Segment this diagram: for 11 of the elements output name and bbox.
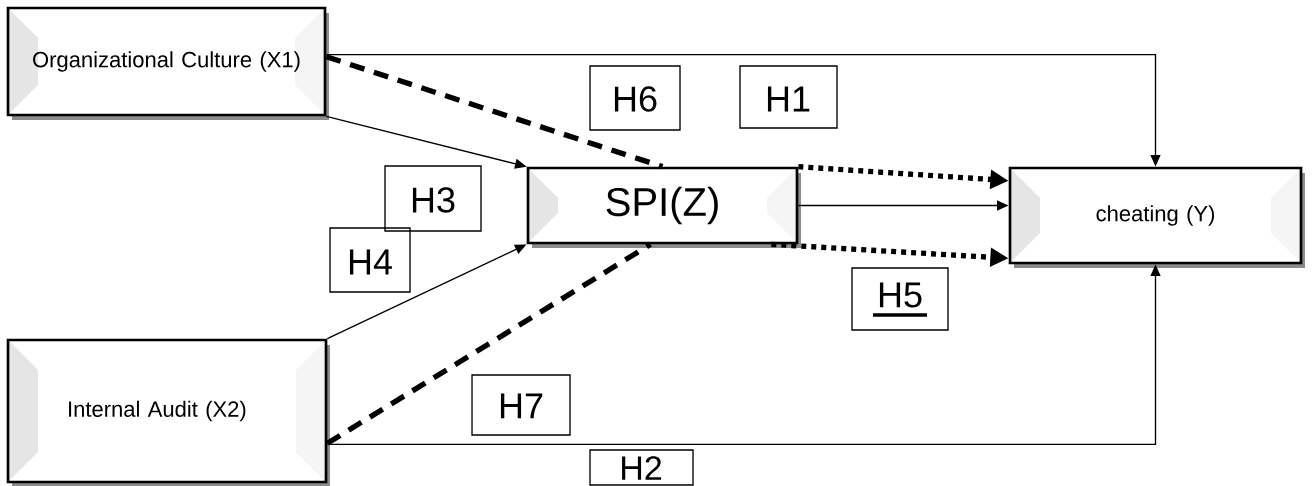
hypothesis-box: H2 <box>589 449 694 486</box>
variable-box: SPI(Z) <box>526 166 801 248</box>
hypothesis-box: H3 <box>384 165 482 232</box>
variable-box: cheating (Y) <box>1008 166 1305 268</box>
hypothesis-box: H6 <box>589 65 681 131</box>
hypothesis-box: H1 <box>739 65 838 129</box>
variable-box: Organizational Culture (X1) <box>6 6 329 120</box>
hypothesis-box: H4 <box>329 227 411 293</box>
hypothesis-box: H7 <box>471 374 571 436</box>
hypothesis-box: H5 <box>851 267 949 331</box>
variable-box: Internal Audit (X2) <box>6 338 330 486</box>
